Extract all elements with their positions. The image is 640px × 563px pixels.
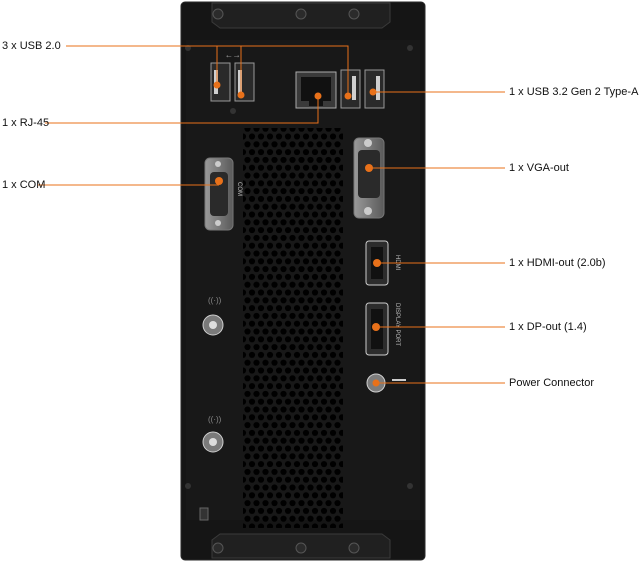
com-port: COM [204, 157, 242, 231]
com-port-text: COM [236, 182, 242, 196]
dp-port-text: DISPLAY PORT [394, 303, 400, 346]
dp-label: 1 x DP-out (1.4) [509, 321, 587, 333]
svg-text:⭠ ⭢: ⭠ ⭢ [226, 52, 240, 60]
com-label: 1 x COM [2, 179, 46, 191]
svg-text:((·)): ((·)) [208, 296, 222, 305]
leader-lines [38, 45, 505, 384]
svg-text:((·)): ((·)) [208, 415, 222, 424]
hdmi-label: 1 x HDMI-out (2.0b) [509, 257, 606, 269]
antenna-connectors: ((·)) ((·)) [202, 296, 224, 453]
ventilation-grille [243, 128, 343, 528]
kensington-lock [199, 507, 209, 521]
vga-port [353, 137, 385, 219]
rj45-label: 1 x RJ-45 [2, 117, 50, 129]
usb32-label: 1 x USB 3.2 Gen 2 Type-A [509, 86, 639, 98]
bottom-bracket [211, 533, 391, 559]
dp-port: DISPLAY PORT [365, 302, 400, 356]
vga-label: 1 x VGA-out [509, 162, 569, 174]
usb2-label: 3 x USB 2.0 [2, 40, 61, 52]
rj45-port [295, 71, 337, 109]
top-bracket [211, 2, 391, 29]
usb2-ports: ⭠ ⭢ [210, 52, 255, 114]
usb32-ports [340, 69, 385, 109]
power-label: Power Connector [509, 377, 594, 389]
